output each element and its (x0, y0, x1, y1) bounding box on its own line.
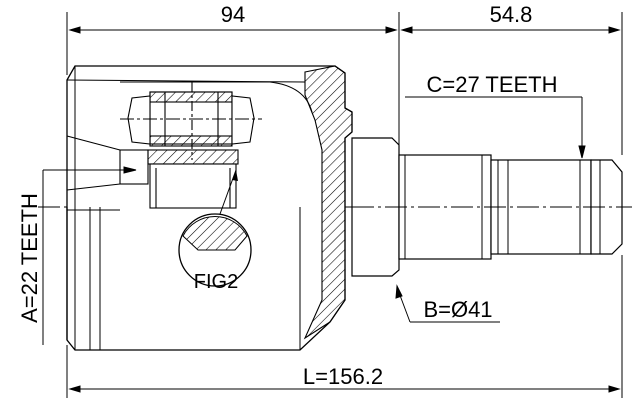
inner-race (66, 82, 262, 209)
fig2-detail (178, 169, 252, 287)
dimension-54-8: 54.8 (490, 2, 533, 27)
overall-length-label: L=156.2 (303, 364, 383, 389)
callout-a (42, 166, 137, 345)
spline-a-label: A=22 TEETH (17, 193, 42, 323)
spline-c-label: C=27 TEETH (426, 72, 557, 97)
callout-b (395, 284, 500, 323)
dimension-94: 94 (221, 2, 245, 27)
diameter-b-label: B=Ø41 (423, 297, 492, 322)
fig2-label: FIG2 (194, 271, 238, 293)
callout-c (405, 96, 586, 159)
stub-shaft (351, 137, 623, 277)
top-dimension (66, 12, 623, 155)
overall-dimension (66, 255, 623, 398)
